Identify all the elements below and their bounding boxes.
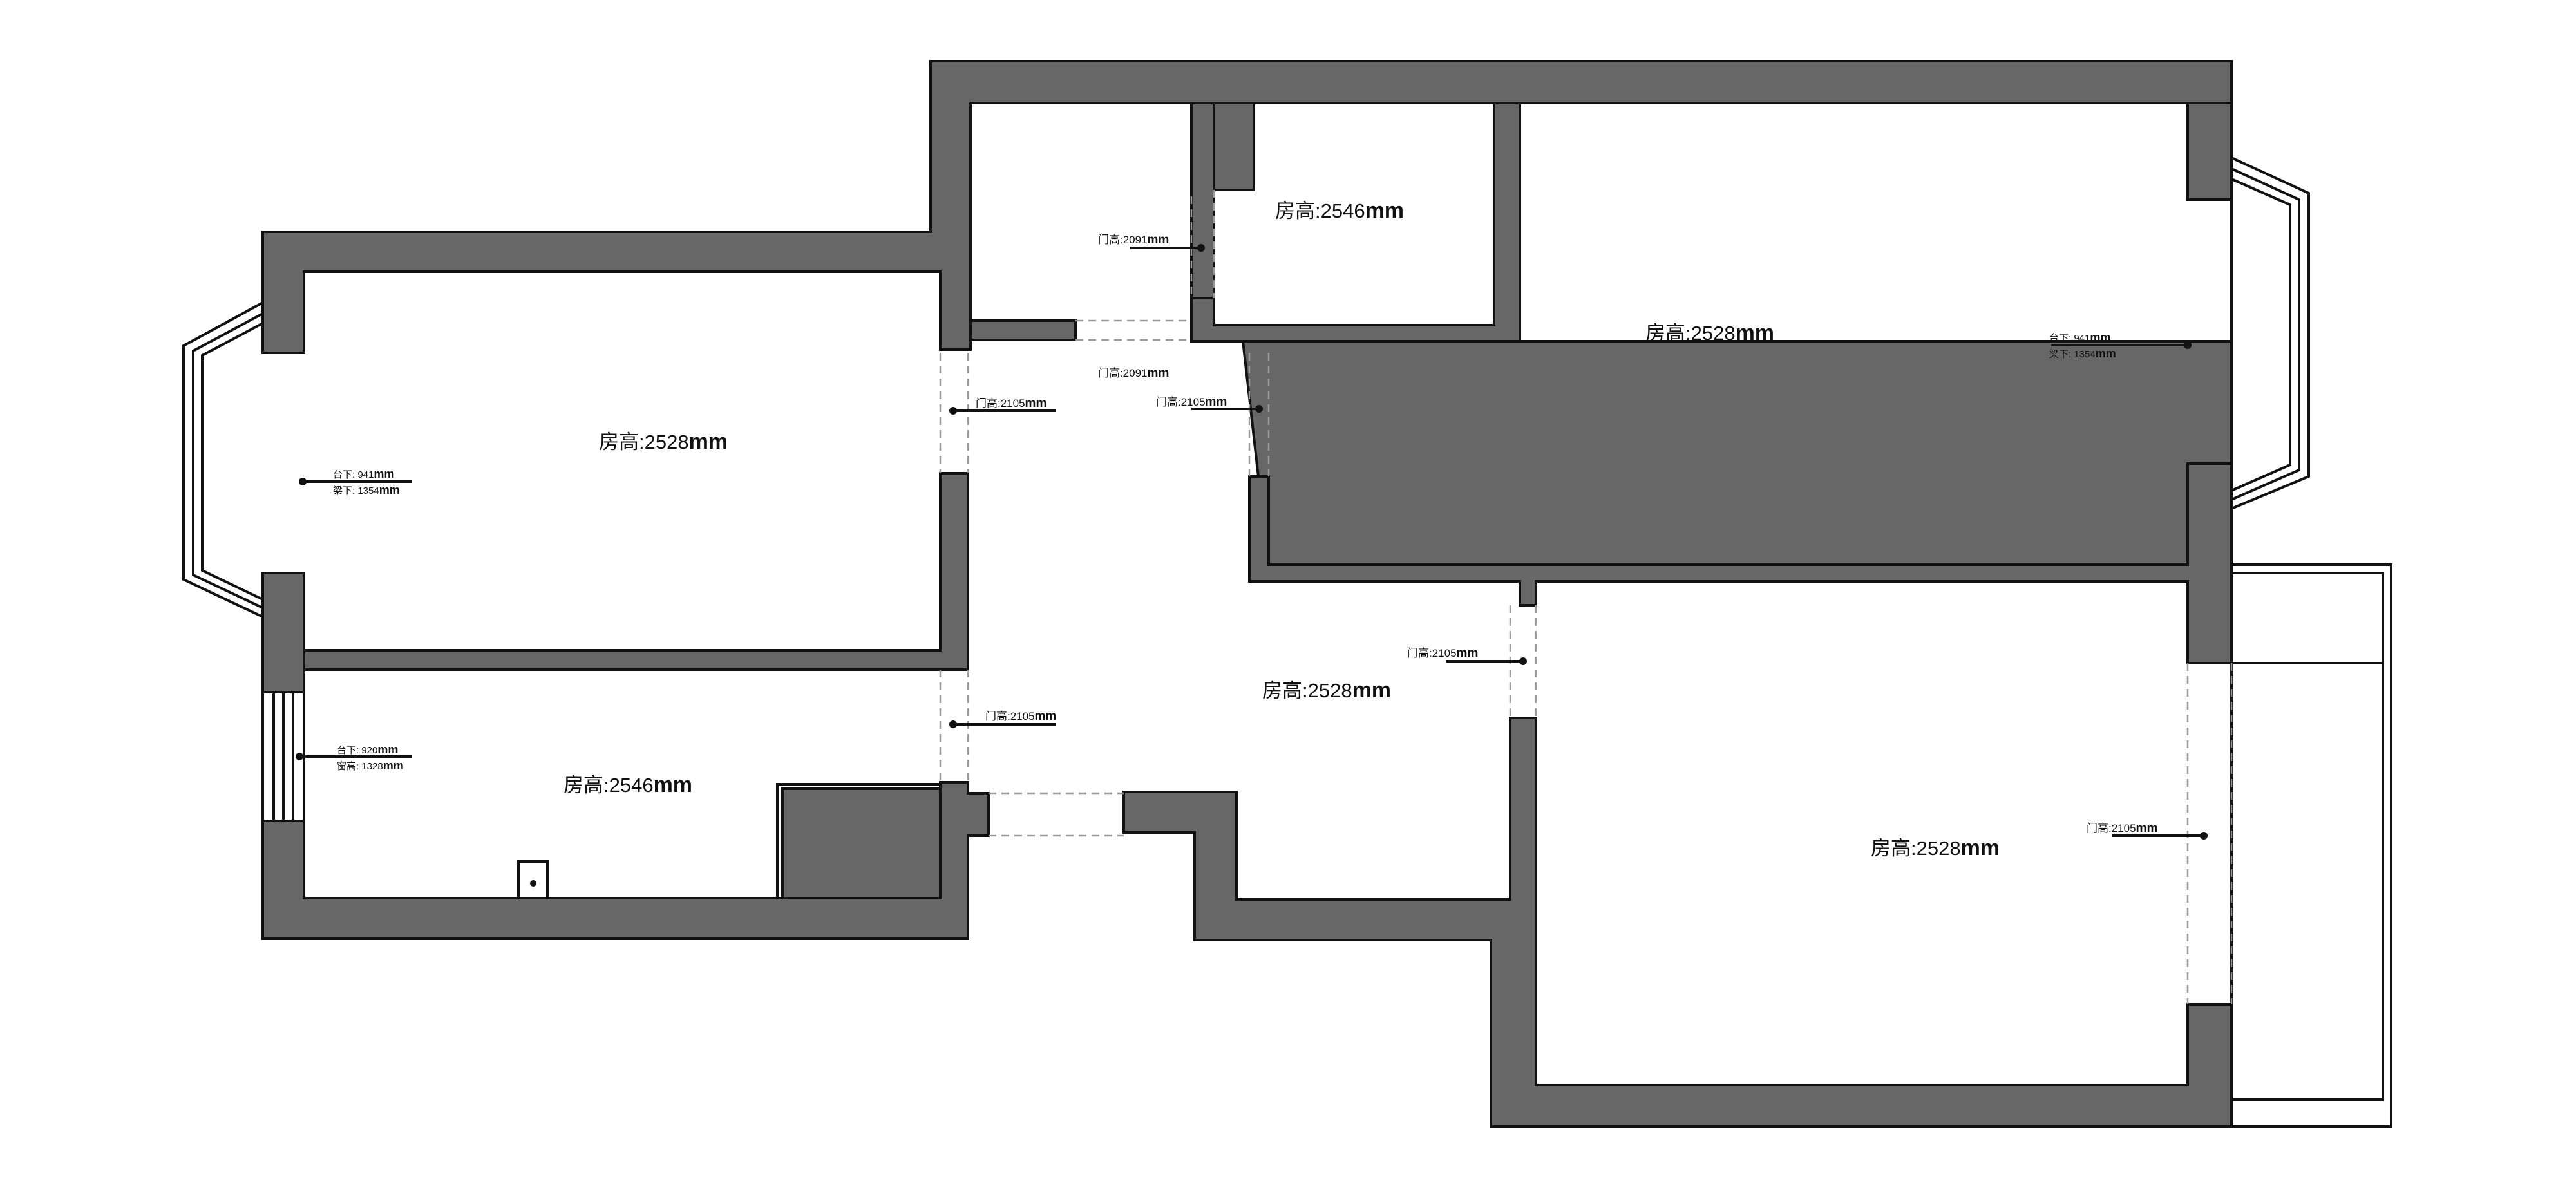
room-height-top-small: 房高:2546mm	[1275, 198, 1404, 223]
height-lower-window: 窗高: 1328mm	[337, 759, 404, 772]
door-height-hall-right: 门高:2105mm	[1407, 646, 1478, 660]
column-top-small	[1213, 102, 1255, 191]
door-height-left-lower: 门高:2105mm	[985, 710, 1056, 723]
measure-dot	[299, 478, 307, 485]
door-height-small-bottom: 门高:2091mm	[1098, 366, 1169, 380]
room-height-center-hall: 房高:2528mm	[1262, 678, 1391, 702]
measure-dot	[1519, 657, 1527, 665]
measure-dot	[1255, 405, 1263, 413]
wall-left-divider	[303, 472, 969, 671]
bay-window-right-inner	[2231, 167, 2300, 501]
bay-window-left	[182, 301, 263, 618]
cabinet-frame	[776, 783, 942, 899]
bay-window-left-inner	[192, 312, 263, 609]
balcony-frame-outer	[2230, 563, 2392, 1128]
wall-top-small-mid	[1190, 102, 1215, 317]
door-height-top-right: 门高:2105mm	[1156, 395, 1227, 409]
door-labels: 门高:2105mm 门高:2105mm 门高:2091mm 门高:2091mm …	[976, 233, 2157, 835]
sill-labels: 台下: 941mm 梁下: 1354mm 台下: 941mm 梁下: 1354m…	[333, 331, 2116, 772]
wall-left-lower	[261, 781, 990, 940]
wall-top-small-left	[969, 319, 1077, 341]
balcony-frame-inner	[2230, 572, 2384, 1101]
measure-dot	[2200, 832, 2208, 840]
beam-right-window: 梁下: 1354mm	[2049, 347, 2116, 360]
measure-dot	[949, 720, 957, 728]
room-height-left-bedroom: 房高:2528mm	[599, 429, 728, 454]
bay-window-left-inner2	[201, 322, 263, 601]
windows	[182, 156, 2310, 822]
wall-hall-bottom	[1122, 717, 2233, 1128]
sill-lower-window: 台下: 920mm	[337, 743, 398, 756]
room-height-lower-right: 房高:2528mm	[1871, 836, 2000, 860]
bay-window-right	[2231, 156, 2310, 510]
door-openings	[939, 190, 2233, 1004]
beam-left-window: 梁下: 1354mm	[333, 484, 400, 496]
cabinet-block	[781, 787, 942, 899]
measure-dot	[949, 407, 957, 415]
walls	[261, 60, 2392, 1128]
door-height-small-side: 门高:2091mm	[1098, 233, 1169, 247]
measure-dot	[1197, 244, 1205, 252]
measure-dot	[2184, 341, 2192, 349]
floor-drain-hole	[530, 880, 536, 887]
door-height-balcony: 门高:2105mm	[2087, 822, 2157, 835]
room-height-top-right: 房高:2528mm	[1645, 321, 1774, 345]
wall-left-upper	[261, 60, 2233, 354]
door-height-left-upper: 门高:2105mm	[976, 397, 1046, 410]
bay-window-right-inner2	[2231, 178, 2291, 492]
room-labels: 房高:2528mm 房高:2546mm 房高:2546mm 房高:2528mm …	[564, 198, 2000, 860]
measure-dot	[296, 753, 303, 760]
measure-lines	[296, 244, 2208, 840]
wall-left-mid	[261, 572, 305, 693]
sill-left-window: 台下: 941mm	[333, 467, 394, 480]
room-height-left-lower: 房高:2546mm	[564, 773, 692, 797]
floor-drain	[517, 860, 549, 899]
sill-right-window: 台下: 941mm	[2049, 331, 2110, 344]
